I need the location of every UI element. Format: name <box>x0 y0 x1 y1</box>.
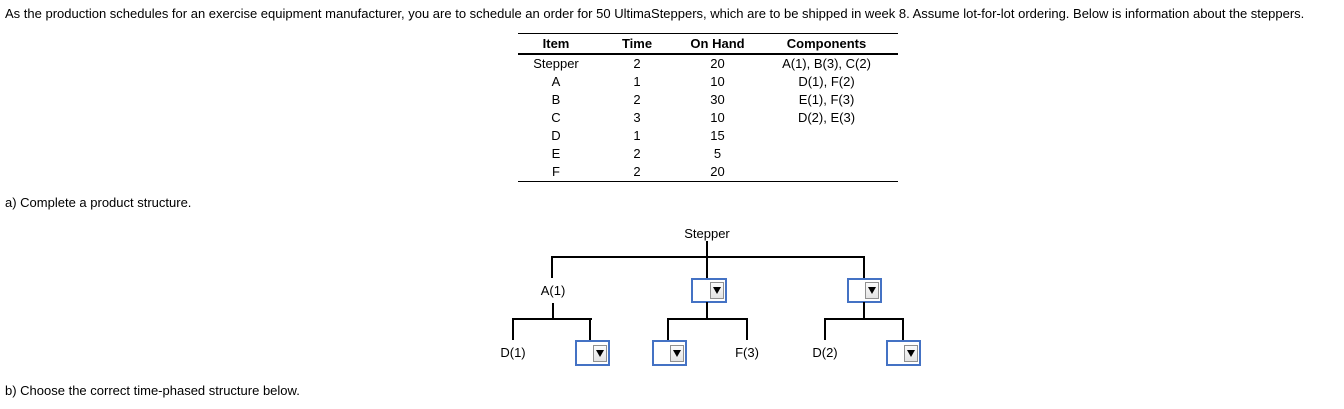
item-data-table: Item Time On Hand Components Stepper 2 2… <box>518 33 898 182</box>
tree-connector-line <box>667 318 669 341</box>
cell-time: 1 <box>633 74 641 89</box>
table-row: Stepper 2 20 A(1), B(3), C(2) <box>518 54 898 73</box>
tree-connector-line <box>824 318 826 340</box>
cell-time: 2 <box>633 92 641 107</box>
dropdown-level1-middle[interactable] <box>691 278 727 303</box>
cell-components: D(1), F(2) <box>798 74 855 89</box>
cell-components: A(1), B(3), C(2) <box>782 56 871 71</box>
dropdown-arrow-button[interactable] <box>593 344 607 362</box>
tree-connector-line <box>589 318 591 341</box>
dropdown-level2-middle-left[interactable] <box>652 340 687 366</box>
dropdown-arrow-icon <box>868 287 876 294</box>
dropdown-arrow-icon <box>596 349 604 357</box>
tree-connector-line <box>863 302 865 320</box>
tree-connector-line <box>706 302 708 320</box>
tree-connector-line <box>746 318 748 340</box>
column-header-onhand: On Hand <box>680 33 755 55</box>
dropdown-arrow-button[interactable] <box>670 344 684 362</box>
table-row: D 1 15 <box>518 127 898 145</box>
table-row: A 1 10 D(1), F(2) <box>518 73 898 91</box>
tree-node-d1: D(1) <box>500 345 526 360</box>
tree-node-d2: D(2) <box>812 345 838 360</box>
cell-onhand: 30 <box>710 92 725 107</box>
dropdown-arrow-button[interactable] <box>710 282 724 299</box>
tree-connector-line <box>706 241 708 257</box>
table-header-row: Item Time On Hand Components <box>518 33 898 55</box>
tree-connector-line <box>551 256 865 258</box>
dropdown-arrow-icon <box>907 349 915 357</box>
dropdown-level2-under-a[interactable] <box>575 340 610 366</box>
cell-time: 1 <box>633 128 641 143</box>
cell-onhand: 10 <box>710 110 725 125</box>
cell-item: D <box>551 128 561 143</box>
tree-connector-line <box>512 318 592 320</box>
table-row: E 2 5 <box>518 145 898 163</box>
cell-onhand: 15 <box>710 128 725 143</box>
column-header-components: Components <box>755 33 898 55</box>
cell-onhand: 20 <box>710 164 725 179</box>
cell-time: 3 <box>633 110 641 125</box>
dropdown-arrow-button[interactable] <box>904 344 918 362</box>
cell-components: D(2), E(3) <box>797 110 856 125</box>
cell-item: E <box>551 146 561 161</box>
dropdown-level1-right[interactable] <box>847 278 882 303</box>
tree-node-a1: A(1) <box>540 283 566 298</box>
tree-connector-line <box>551 256 553 278</box>
column-header-item: Item <box>518 33 594 55</box>
cell-time: 2 <box>633 146 641 161</box>
tree-connector-line <box>667 318 748 320</box>
cell-components: E(1), F(3) <box>798 92 855 107</box>
tree-connector-line <box>863 256 865 278</box>
tree-connector-line <box>902 318 904 341</box>
cell-time: 2 <box>633 56 641 71</box>
tree-connector-line <box>552 303 554 320</box>
dropdown-level2-right-right[interactable] <box>886 340 921 366</box>
dropdown-arrow-icon <box>713 287 721 294</box>
cell-components <box>755 145 898 163</box>
table-row: C 3 10 D(2), E(3) <box>518 109 898 127</box>
column-header-time: Time <box>594 33 680 55</box>
dropdown-arrow-button[interactable] <box>865 282 879 299</box>
question-text: As the production schedules for an exerc… <box>5 6 1305 21</box>
cell-item: C <box>551 110 561 125</box>
cell-item: A <box>551 74 561 89</box>
table-row: B 2 30 E(1), F(3) <box>518 91 898 109</box>
cell-onhand: 20 <box>710 56 725 71</box>
cell-item: F <box>552 164 560 179</box>
tree-connector-line <box>706 256 708 278</box>
tree-node-f3: F(3) <box>735 345 759 360</box>
dropdown-arrow-icon <box>673 349 681 357</box>
cell-item: B <box>551 92 561 107</box>
tree-node-stepper: Stepper <box>684 226 730 241</box>
cell-onhand: 5 <box>713 146 722 161</box>
tree-connector-line <box>512 318 514 340</box>
cell-onhand: 10 <box>710 74 725 89</box>
cell-components <box>755 127 898 145</box>
part-a-label: a) Complete a product structure. <box>5 195 192 210</box>
table-row: F 2 20 <box>518 163 898 182</box>
tree-connector-line <box>824 318 904 320</box>
part-b-label: b) Choose the correct time-phased struct… <box>5 383 300 398</box>
cell-components <box>755 163 898 182</box>
cell-time: 2 <box>633 164 641 179</box>
cell-item: Stepper <box>533 56 579 71</box>
